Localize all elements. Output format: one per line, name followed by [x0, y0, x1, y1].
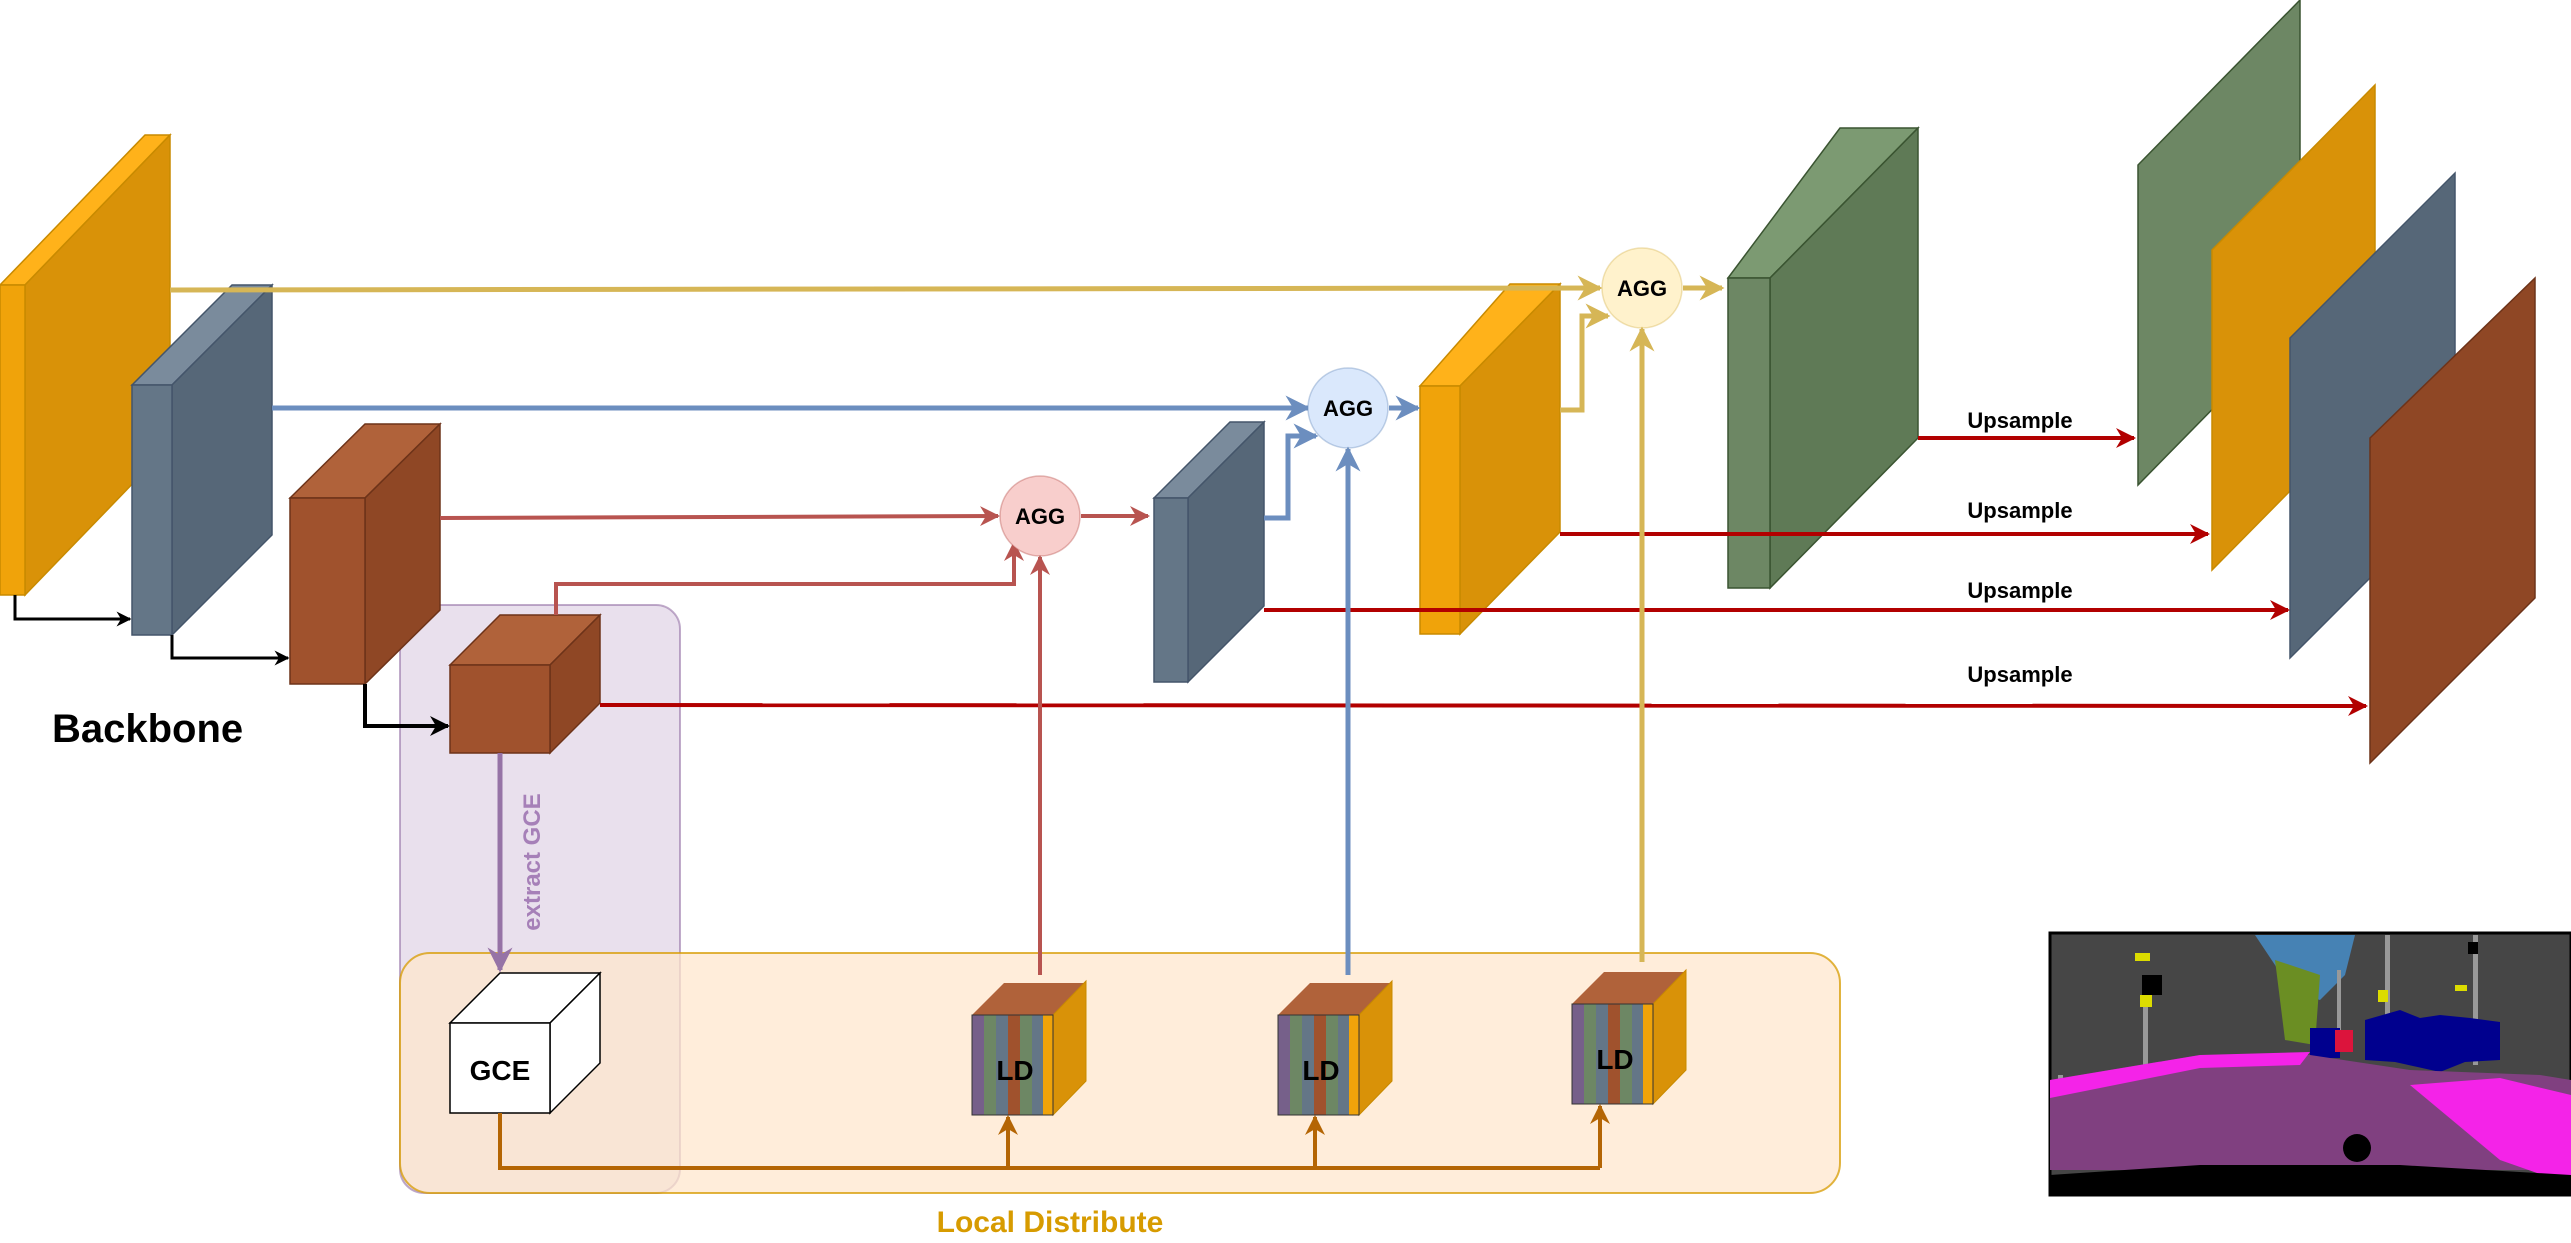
- backbone-feature-4: [448, 613, 602, 755]
- upsample-label-4: Upsample: [1967, 662, 2072, 687]
- upsample-label-2: Upsample: [1967, 498, 2072, 523]
- agg-node-2: AGG: [1307, 367, 1389, 449]
- local-distribute-region: [399, 952, 1841, 1194]
- upsample-label-3: Upsample: [1967, 578, 2072, 603]
- segmentation-output-image: [2048, 931, 2571, 1197]
- upsample-label-1: Upsample: [1967, 408, 2072, 433]
- gce-label: GCE: [470, 1055, 531, 1086]
- agg-node-3: AGG: [1601, 247, 1683, 329]
- decoder-feature-1: [1152, 420, 1266, 684]
- decoder-feature-2: [1418, 282, 1562, 636]
- backbone-label: Backbone: [52, 707, 243, 751]
- backbone-feature-2: [130, 283, 274, 637]
- ld-block-2-label: LD: [1302, 1055, 1339, 1086]
- agg-node-2-label: AGG: [1323, 396, 1373, 421]
- agg-node-3-label: AGG: [1617, 276, 1667, 301]
- ld-block-3-label: LD: [1596, 1044, 1633, 1075]
- extract-gce-label: extract GCE: [519, 793, 546, 930]
- local-distribute-label: Local Distribute: [937, 1206, 1164, 1239]
- ld-block-1-label: LD: [996, 1055, 1033, 1086]
- decoder-feature-3: [1726, 126, 1920, 590]
- ld-block-2: LD: [1277, 979, 1393, 1117]
- ld-block-3: LD: [1571, 968, 1687, 1106]
- agg-node-1: AGG: [999, 475, 1081, 557]
- gce-block: GCE: [448, 971, 602, 1115]
- output-plane-brown: [2369, 276, 2536, 765]
- backbone-feature-3: [288, 422, 442, 686]
- agg-node-1-label: AGG: [1015, 504, 1065, 529]
- ld-block-1: LD: [971, 979, 1087, 1117]
